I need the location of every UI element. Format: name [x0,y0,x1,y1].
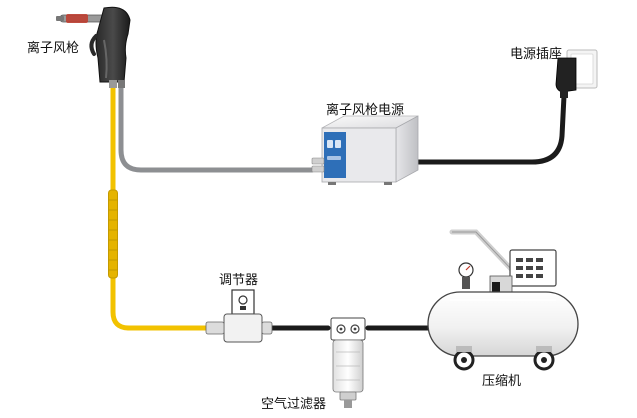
regulator [205,289,273,343]
air-filter [330,317,366,408]
power-outlet-label: 电源插座 [510,47,563,62]
air-hose-yellow [110,81,213,331]
power-outlet [555,49,598,98]
compressor-label: 压缩机 [482,374,522,389]
ion-air-gun [56,6,131,88]
hose-sheath-rings [109,199,117,271]
ion-gun-label: 离子风枪 [27,41,80,56]
hose-sheath [108,189,118,279]
mains-power-cable [415,93,567,165]
regulator-label: 调节器 [219,273,259,288]
compressor [427,229,579,371]
ion-gun-power-supply [311,115,419,185]
air-filter-label: 空气过滤器 [261,397,327,412]
power-supply-label: 离子风枪电源 [326,103,405,118]
gun-power-cable [118,81,315,173]
